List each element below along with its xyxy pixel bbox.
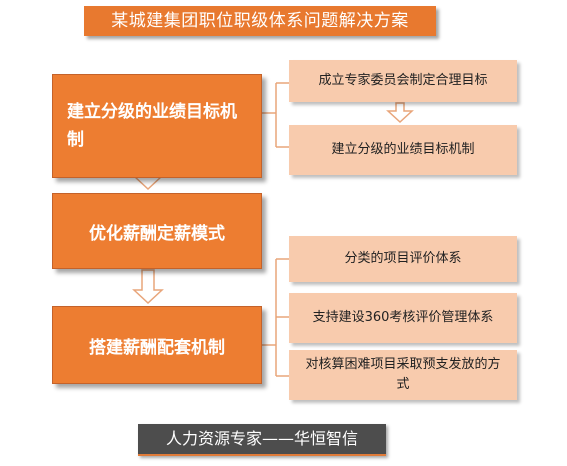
sub-box-advance-payment: 对核算困难项目采取预支发放的方式 — [289, 350, 517, 400]
footer-brand: 人力资源专家——华恒智信 — [138, 424, 386, 456]
sub-box-expert-committee: 成立专家委员会制定合理目标 — [289, 60, 517, 102]
sub-box-project-evaluation: 分类的项目评价体系 — [289, 236, 517, 282]
sub-box-360-evaluation: 支持建设360考核评价管理体系 — [289, 293, 517, 343]
bracket-1 — [262, 82, 289, 148]
bracket-3 — [262, 258, 289, 377]
sub-box-label: 支持建设360考核评价管理体系 — [312, 310, 494, 325]
down-arrow-sub — [386, 102, 414, 124]
main-box-label: 建立分级的业绩目标机制 — [67, 102, 237, 150]
sub-box-label: 分类的项目评价体系 — [344, 251, 462, 266]
down-arrow-2 — [132, 269, 164, 305]
main-box-label: 搭建薪酬配套机制 — [89, 337, 225, 358]
sub-box-tiered-targets: 建立分级的业绩目标机制 — [289, 125, 517, 175]
main-box-label: 优化薪酬定薪模式 — [89, 223, 225, 244]
main-box-performance-targets: 建立分级的业绩目标机制 — [52, 74, 262, 178]
main-box-salary-support: 搭建薪酬配套机制 — [52, 306, 262, 384]
sub-box-label: 成立专家委员会制定合理目标 — [318, 73, 488, 88]
main-box-salary-model: 优化薪酬定薪模式 — [52, 193, 262, 269]
diagram-title: 某城建集团职位职级体系问题解决方案 — [84, 6, 436, 36]
sub-box-label: 建立分级的业绩目标机制 — [331, 142, 475, 157]
sub-box-label: 对核算困难项目采取预支发放的方式 — [305, 357, 501, 392]
